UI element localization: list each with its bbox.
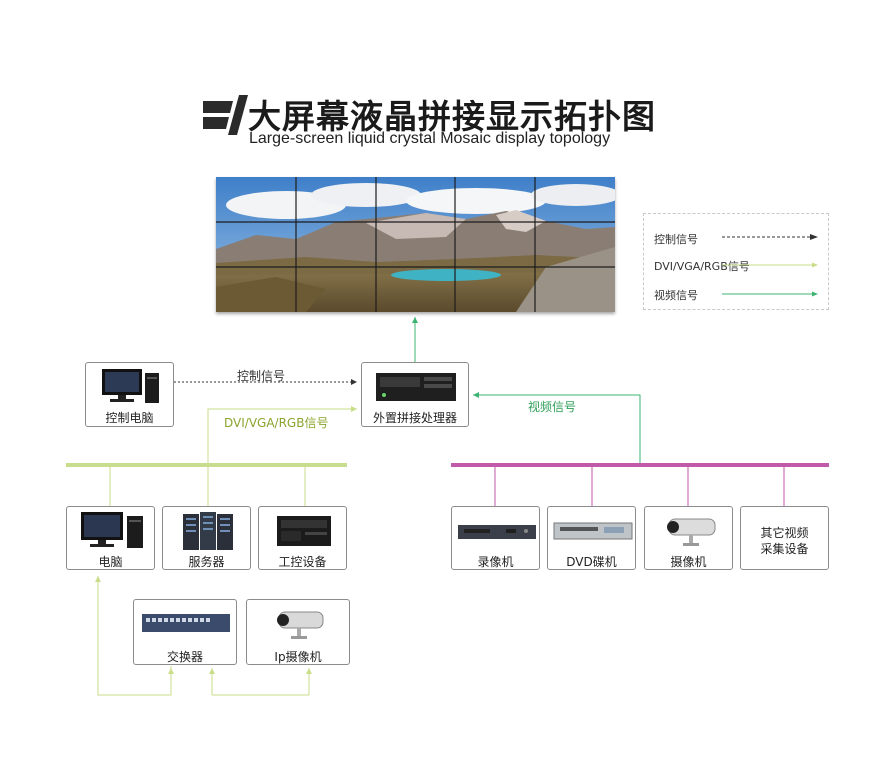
page-title: 大屏幕液晶拼接显示拓扑图 <box>248 97 656 136</box>
network-switch-icon <box>142 614 230 632</box>
other-video-label-2: 采集设备 <box>760 542 809 556</box>
processor-node[interactable]: 外置拼接处理器 <box>361 362 469 427</box>
switch-node[interactable]: 交换器 <box>133 599 237 665</box>
server-rack-icon <box>183 512 233 550</box>
industrial-pc-icon <box>277 516 331 546</box>
video-recorder-icon <box>458 525 536 539</box>
video-link <box>473 392 641 463</box>
camera-label: 摄像机 <box>670 555 707 569</box>
server-node[interactable]: 服务器 <box>162 506 251 570</box>
legend: 控制信号 DVI/VGA/RGB信号 视频信号 <box>643 213 829 310</box>
control-signal-label: 控制信号 <box>237 369 286 383</box>
recorder-node[interactable]: 录像机 <box>451 506 540 570</box>
dvd-node[interactable]: DVD碟机 <box>547 506 636 570</box>
switch-label: 交换器 <box>166 650 203 664</box>
legend-dvi-line <box>722 262 818 268</box>
recorder-label: 录像机 <box>477 555 514 569</box>
mountain-landscape-image <box>216 177 615 312</box>
dvd-label: DVD碟机 <box>566 555 617 569</box>
video-signal-label: 视频信号 <box>528 400 577 414</box>
legend-control-label: 控制信号 <box>654 233 698 246</box>
legend-dvi-label: DVI/VGA/RGB信号 <box>654 260 750 273</box>
ip-camera-node[interactable]: Ip摄像机 <box>246 599 350 665</box>
cctv-camera-icon <box>667 518 716 546</box>
video-wall-grid <box>216 177 615 312</box>
desktop-computer-icon <box>81 512 143 548</box>
other-video-node[interactable]: 其它视频 采集设备 <box>740 506 829 570</box>
control-pc-node[interactable]: 控制电脑 <box>85 362 174 427</box>
rack-processor-icon <box>376 373 456 401</box>
dvd-player-icon <box>553 522 633 540</box>
processor-label: 外置拼接处理器 <box>372 411 457 425</box>
industrial-label: 工控设备 <box>278 555 327 569</box>
pc-node[interactable]: 电脑 <box>66 506 155 570</box>
control-pc-label: 控制电脑 <box>105 411 154 425</box>
ip-camera-label: Ip摄像机 <box>274 650 322 664</box>
ip-camera-icon <box>277 611 324 639</box>
industrial-node[interactable]: 工控设备 <box>258 506 347 570</box>
camera-node[interactable]: 摄像机 <box>644 506 733 570</box>
dvi-link <box>207 406 357 508</box>
other-video-label: 其它视频 <box>760 526 809 540</box>
video-wall <box>216 177 615 312</box>
desktop-computer-icon <box>102 369 159 403</box>
legend-video-label: 视频信号 <box>654 289 698 302</box>
legend-video-line <box>722 291 818 297</box>
server-label: 服务器 <box>188 555 225 569</box>
pc-label: 电脑 <box>98 555 123 569</box>
page-subtitle: Large-screen liquid crystal Mosaic displ… <box>249 130 611 147</box>
stripe-logo-icon <box>203 95 248 135</box>
dvi-signal-label: DVI/VGA/RGB信号 <box>224 416 329 430</box>
legend-control-line <box>722 234 818 240</box>
